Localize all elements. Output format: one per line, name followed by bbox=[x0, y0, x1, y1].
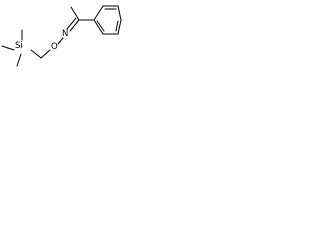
ring-bond bbox=[117, 5, 122, 21]
ring-inner-double-bond bbox=[96, 20, 105, 32]
o-ch2-bond bbox=[40, 49, 51, 59]
ring-bond bbox=[93, 19, 104, 35]
c-n-double-bond bbox=[69, 19, 80, 32]
silicon-atom-label: Si bbox=[15, 41, 23, 51]
oxygen-atom-label: O bbox=[51, 42, 58, 52]
methyl-bond bbox=[70, 6, 80, 21]
n-o-bond bbox=[57, 37, 64, 45]
phenyl-ring bbox=[93, 5, 122, 35]
si-methyl-bond bbox=[16, 53, 22, 67]
ch2-si-bond bbox=[30, 49, 42, 59]
nitrogen-atom-label: N bbox=[62, 29, 68, 39]
ring-bond bbox=[117, 19, 122, 35]
si-methyl-bond bbox=[1, 45, 15, 51]
c-n-double-bond-inner bbox=[66, 17, 77, 30]
ring-inner-double-bond bbox=[115, 20, 119, 32]
ring-bond bbox=[93, 5, 104, 21]
skeletal-formula: N O Si bbox=[1, 5, 122, 67]
